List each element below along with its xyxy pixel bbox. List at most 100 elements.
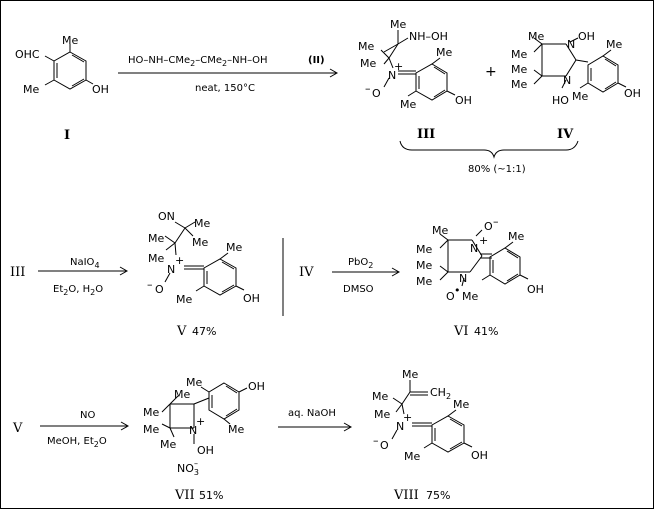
compound-viii-ring-me-top: Me [453, 398, 469, 411]
compound-vi-ring-me-bottom: Me [462, 290, 478, 303]
compound-vii-n-oh: OH [197, 444, 214, 457]
compound-v-label: V [176, 324, 187, 339]
compound-vii-skeleton [161, 382, 248, 444]
compound-vii-counterion: NO3– [177, 459, 199, 477]
compound-iv-n-top: N [567, 38, 575, 51]
reaction-2-reagent: NaIO4 [70, 257, 100, 270]
compound-vi-yield: 41% [474, 325, 498, 338]
compound-vi-me-1: Me [432, 224, 448, 237]
compound-viii: Me CH2 Me Me N + O – Me Me OH VIII 75% [372, 368, 488, 503]
compound-iv-me-2: Me [511, 48, 527, 61]
compound-vi-me-4: Me [416, 275, 432, 288]
reaction-4-reagent: NO [80, 410, 95, 421]
compound-viii-plus: + [403, 411, 412, 424]
compound-iv-ring-me-top: Me [606, 38, 622, 51]
compound-vi-n-top: N [470, 242, 478, 255]
compound-vi-o-bottom: O [446, 290, 455, 303]
reaction-3-arrowhead [391, 267, 401, 277]
compound-v-minus: – [147, 278, 153, 291]
compound-vi: Me Me Me Me N + O – N O • Me Me OH VI 41… [416, 215, 544, 339]
compound-viii-me-2: Me [374, 408, 390, 421]
compound-iii-me-2: Me [358, 40, 374, 53]
compound-i: Me OHC Me OH I [15, 34, 109, 143]
compound-viii-oh: OH [471, 449, 488, 462]
compound-iv-me-4: Me [511, 78, 527, 91]
compound-iv-oh: OH [624, 87, 641, 100]
compound-vi-plus: + [479, 234, 488, 247]
reaction-5-reagent: aq. NaOH [288, 408, 336, 419]
compound-vi-radical-dot: • [454, 284, 461, 297]
compound-viii-label: VIII [393, 488, 419, 503]
compound-iv-ring-me-bottom: Me [572, 90, 588, 103]
compound-vi-label: VI [453, 324, 469, 339]
compound-iii-ring-me-top: Me [436, 46, 452, 59]
reaction-4-solvent: MeOH, Et2O [47, 436, 107, 449]
compound-v-on: ON [158, 210, 175, 223]
reaction-3-start: IV [299, 265, 314, 280]
compound-vii-me-4: Me [160, 438, 176, 451]
compound-iv-label: IV [557, 127, 574, 142]
product-bracket: 80% (~1:1) [399, 140, 579, 175]
product-ratio: 80% (~1:1) [468, 164, 526, 175]
compound-viii-minus: – [373, 434, 379, 447]
compound-i-oh: OH [92, 83, 109, 96]
compound-iv-n-bottom: N [563, 74, 571, 87]
compound-i-cho: OHC [15, 48, 40, 61]
compound-vii-n: N [189, 424, 197, 437]
reaction-1-reagent-id: (II) [308, 55, 325, 66]
reaction-3: IV PbO2 DMSO [299, 257, 401, 295]
compound-v-me-1: Me [194, 217, 210, 230]
compound-viii-skeleton [391, 380, 473, 453]
compound-iv-ho: HO [552, 94, 569, 107]
reaction-1-reagent: HO–NH–CMe2–CMe2–NH–OH [128, 55, 268, 68]
compound-i-label: I [64, 128, 70, 143]
compound-vi-o-top: O [484, 220, 493, 233]
compound-iii: Me NH–OH Me Me N + O – Me Me OH III [358, 18, 472, 142]
compound-vii-label: VII [174, 488, 195, 503]
reaction-4-arrowhead [120, 421, 130, 431]
compound-viii-ring-me-bottom: Me [404, 450, 420, 463]
compound-v-me-3: Me [148, 232, 164, 245]
compound-i-me-bottom: Me [23, 83, 39, 96]
compound-vi-oh: OH [527, 283, 544, 296]
compound-vii: Me OH Me Me Me Me N + OH Me NO3– VII 51% [143, 376, 265, 503]
compound-vii-oh: OH [248, 380, 265, 393]
compound-iv: Me Me Me Me N OH N HO Me Me OH IV [511, 30, 641, 142]
compound-iii-minus: – [365, 82, 371, 95]
compound-v-ring-me-top: Me [226, 241, 242, 254]
reaction-5: aq. NaOH [278, 408, 353, 432]
compound-iv-skeleton [533, 37, 627, 93]
compound-v-me-4: Me [148, 252, 164, 265]
compound-iv-me-1: Me [528, 30, 544, 43]
compound-v-n: N [167, 263, 175, 276]
compound-iii-n: N [388, 69, 396, 82]
reaction-3-solvent: DMSO [343, 284, 374, 295]
compound-vii-me-1: Me [174, 388, 190, 401]
compound-iii-o: O [372, 87, 381, 100]
compound-i-ring [44, 44, 94, 90]
reaction-1-conditions: neat, 150°C [195, 83, 255, 94]
compound-iii-oh: OH [455, 94, 472, 107]
compound-vi-ring-me-top: Me [508, 230, 524, 243]
compound-viii-me-vinyl: Me [402, 368, 418, 381]
compound-vii-me-2: Me [143, 406, 159, 419]
compound-iii-me-3: Me [360, 57, 376, 70]
reaction-1-arrowhead [329, 68, 339, 78]
compound-viii-yield: 75% [426, 489, 450, 502]
compound-iii-label: III [417, 127, 435, 142]
product-bracket-line [399, 140, 579, 159]
compound-v: ON Me Me Me Me N + O – Me Me OH V 47% [147, 210, 260, 339]
compound-v-skeleton [164, 221, 245, 296]
reaction-1-plus: + [485, 64, 497, 80]
compound-vi-n-bottom: N [459, 272, 467, 285]
compound-vi-me-2: Me [416, 243, 432, 256]
compound-vii-me-3: Me [143, 423, 159, 436]
compound-vi-me-3: Me [416, 259, 432, 272]
compound-iii-plus: + [394, 60, 403, 73]
reaction-1: HO–NH–CMe2–CMe2–NH–OH (II) neat, 150°C [118, 55, 339, 94]
compound-iv-me-3: Me [511, 63, 527, 76]
compound-iii-ring-me-bottom: Me [400, 98, 416, 111]
compound-i-me-top: Me [62, 34, 78, 47]
compound-iv-oh-top: OH [578, 30, 595, 43]
